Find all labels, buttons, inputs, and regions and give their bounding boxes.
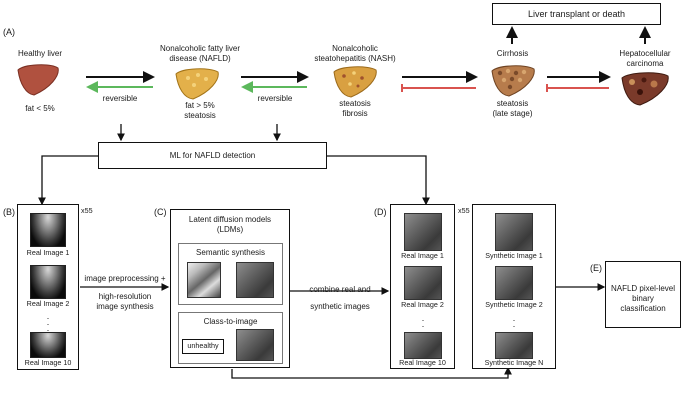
nafld-title-2: disease (NAFLD) [169, 54, 231, 63]
b-real-2: Real Image 2 [26, 299, 70, 308]
hcc-title-1: Hepatocellular [619, 49, 671, 58]
hcc-title-2: carcinoma [626, 59, 664, 68]
nash-liver-icon [333, 66, 377, 98]
panel-label-d: (D) [374, 207, 387, 217]
e-line-1: NAFLD pixel-level [610, 284, 676, 293]
syn-n-thumb [495, 332, 533, 359]
cirrhotic-liver-icon [491, 65, 535, 97]
healthy-caption: fat < 5% [25, 104, 55, 113]
reversible-2-label: reversible [257, 94, 293, 103]
ellipsis-dots: ... [46, 311, 50, 333]
panel-b-box: Real Image 1 Real Image 2 ... Real Image… [17, 204, 79, 370]
ldm-title-2: (LDMs) [216, 225, 244, 234]
semantic-output-thumb [236, 262, 274, 298]
ml-label: ML for NAFLD detection [169, 151, 256, 160]
e-line-2: binary [632, 294, 654, 303]
panel-d-synthetic-box: Synthetic Image 1 Synthetic Image 2 ... … [472, 204, 556, 369]
unhealthy-tag: unhealthy [182, 339, 224, 354]
d-real-2: Real Image 2 [401, 300, 444, 309]
ldm-title-1: Latent diffusion models [188, 215, 272, 224]
d-count: x55 [458, 206, 470, 215]
d-real-1-thumb [404, 213, 442, 251]
hcc-liver-icon [621, 72, 669, 106]
d-syn-ellipsis: ... [512, 313, 516, 335]
transplant-box: Liver transplant or death [492, 3, 661, 25]
c-d-line-1: combine real and [309, 285, 371, 294]
b-c-line-2: high-resolution [98, 292, 152, 301]
b-real-10: Real Image 10 [24, 358, 72, 367]
d-syn-2: Synthetic Image 2 [485, 300, 543, 309]
class-to-image-label: Class-to-image [203, 317, 258, 326]
semantic-label: Semantic synthesis [196, 248, 265, 257]
nash-caption-1: steatosis [339, 99, 371, 108]
d-real-2-thumb [404, 266, 442, 300]
nash-title-1: Nonalcoholic [332, 44, 378, 53]
syn-2-thumb [495, 266, 533, 300]
b-c-line-3: image synthesis [96, 302, 154, 311]
panel-label-b: (B) [3, 207, 15, 217]
ml-box: ML for NAFLD detection [98, 142, 327, 169]
reversible-1-label: reversible [102, 94, 138, 103]
panel-c-box: Latent diffusion models (LDMs) Semantic … [170, 209, 290, 368]
d-syn-n: Synthetic Image N [484, 358, 544, 367]
d-real-1: Real Image 1 [401, 251, 444, 260]
b-c-line-1: image preprocessing + [84, 274, 166, 283]
healthy-liver-icon [17, 64, 59, 96]
b-count: x55 [81, 206, 93, 215]
healthy-title: Healthy liver [17, 49, 62, 58]
class-to-image-box: Class-to-image unhealthy [178, 312, 283, 364]
nash-title-2: steatohepatitis (NASH) [314, 54, 396, 63]
cirrhosis-title: Cirrhosis [496, 49, 529, 58]
d-syn-1: Synthetic Image 1 [485, 251, 543, 260]
d-real-10: Real Image 10 [399, 358, 446, 367]
transplant-label: Liver transplant or death [527, 9, 626, 19]
d-real-ellipsis: ... [421, 313, 425, 335]
panel-label-a: (A) [3, 27, 15, 37]
class-output-thumb [236, 329, 274, 361]
semantic-synthesis-box: Semantic synthesis [178, 243, 283, 305]
e-line-3: classification [620, 304, 666, 313]
c-d-line-2: synthetic images [310, 302, 370, 311]
unhealthy-label: unhealthy [187, 341, 219, 350]
b-real-1: Real Image 1 [26, 248, 70, 257]
real-image-2-thumb [30, 265, 66, 299]
nafld-title-1: Nonalcoholic fatty liver [159, 44, 241, 53]
panel-d-real-box: Real Image 1 Real Image 2 ... Real Image… [390, 204, 455, 369]
fatty-liver-icon [175, 68, 219, 100]
nafld-caption-2: steatosis [184, 111, 216, 120]
semantic-map-thumb [187, 262, 221, 298]
cirrhosis-caption-2: (late stage) [492, 109, 533, 118]
nafld-caption-1: fat > 5% [185, 101, 215, 110]
nash-caption-2: fibrosis [342, 109, 368, 118]
real-image-10-thumb [30, 332, 66, 358]
panel-label-c: (C) [154, 207, 167, 217]
d-real-10-thumb [404, 332, 442, 359]
syn-1-thumb [495, 213, 533, 251]
panel-e-box: NAFLD pixel-level binary classification [605, 261, 681, 328]
real-image-1-thumb [30, 213, 66, 247]
panel-label-e: (E) [590, 263, 602, 273]
cirrhosis-caption-1: steatosis [496, 99, 529, 108]
